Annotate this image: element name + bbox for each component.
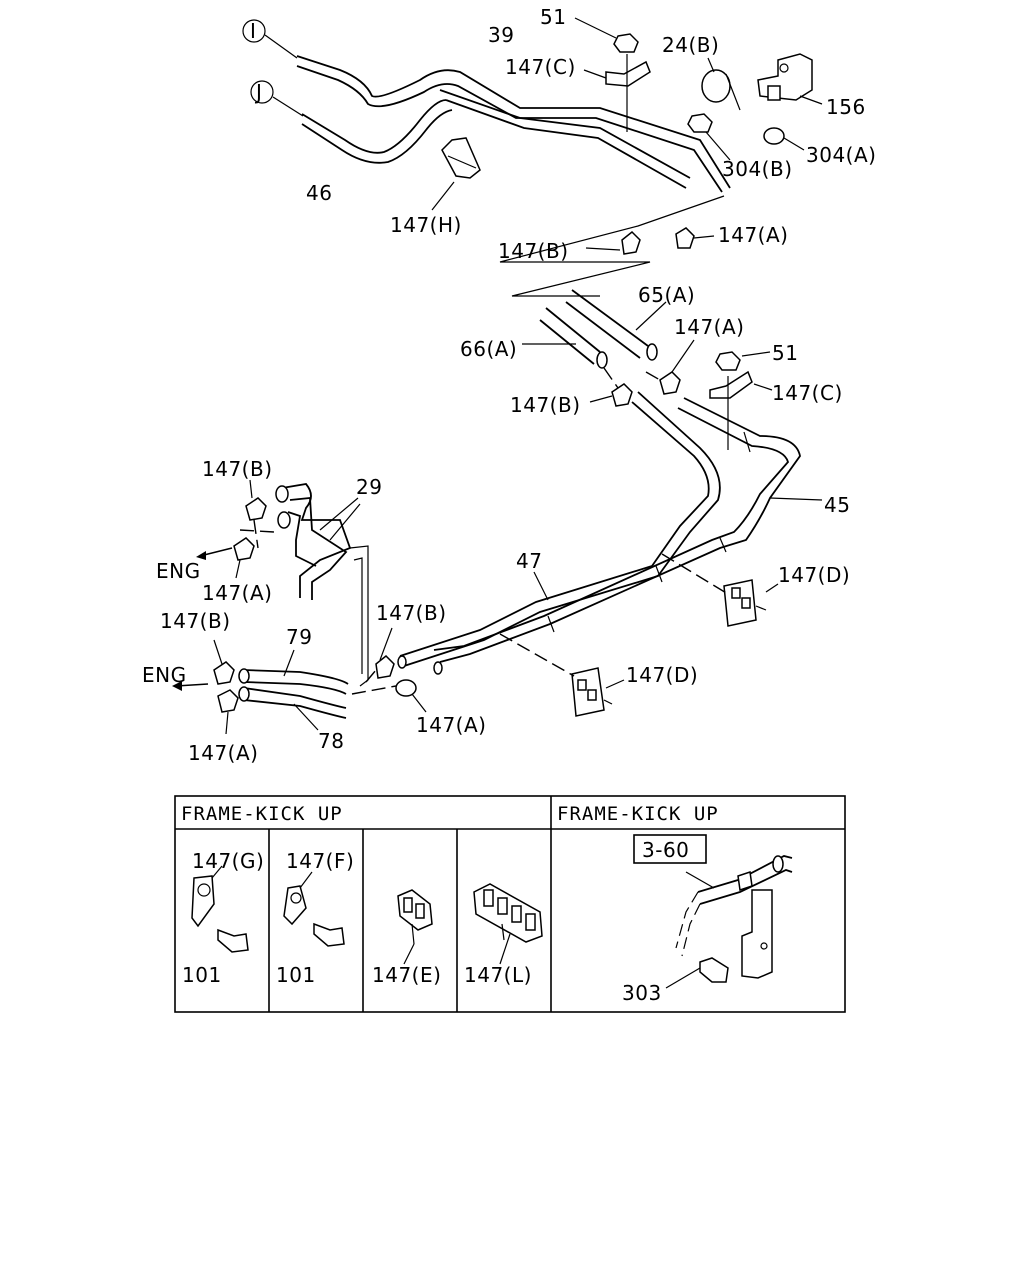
clip-147d-2 (499, 633, 625, 717)
hose-78 (238, 686, 347, 731)
eng-arrow-2 (172, 681, 209, 691)
hose-65a (565, 289, 667, 361)
label-eng: ENG (142, 663, 187, 687)
clip-147a-4 (351, 679, 427, 713)
clip-147b-4 (365, 627, 395, 683)
hose-46 (301, 99, 453, 164)
clip-147b-1 (585, 230, 641, 255)
label-304b: 304(B) (722, 157, 793, 181)
label-147h: 147(H) (390, 213, 462, 237)
clip-147b-2 (589, 367, 633, 407)
inset-label-147f: 147(F) (286, 849, 354, 873)
label-147d: 147(D) (626, 663, 698, 687)
label-51: 51 (772, 341, 798, 365)
ref-box-3-60 (633, 834, 707, 864)
label-147d: 147(D) (778, 563, 850, 587)
inset-table: FRAME-KICK UP FRAME-KICK UP 147(G) 101 1… (174, 795, 846, 1013)
hose-66a (522, 307, 608, 369)
nut-304b (687, 113, 731, 161)
label-147a: 147(A) (202, 581, 272, 605)
inset-cell-147g: 147(G) 101 (182, 849, 264, 987)
nut-51-upper (574, 17, 639, 53)
label-156: 156 (826, 95, 866, 119)
inset-cell-147e: 147(E) (372, 889, 441, 987)
clip-147b-3 (245, 479, 267, 521)
label-29: 29 (356, 475, 382, 499)
nut-51-lower (715, 351, 771, 371)
inset-label-101: 101 (182, 963, 222, 987)
label-46: 46 (306, 181, 332, 205)
bracket-24b (701, 57, 741, 111)
inset-label-147g: 147(G) (192, 849, 264, 873)
clip-147a-3 (233, 519, 275, 579)
label-147c: 147(C) (505, 55, 576, 79)
bracket-156 (757, 53, 823, 105)
marker-i: I (242, 19, 298, 59)
svg-text:I: I (250, 19, 256, 43)
clip-147b-5 (213, 639, 235, 685)
clip-147c-lower (709, 370, 773, 450)
label-147a: 147(A) (718, 223, 788, 247)
inset-cell-147f: 147(F) 101 (276, 849, 354, 987)
clip-147a-5 (217, 689, 239, 735)
label-147c: 147(C) (772, 381, 843, 405)
label-47: 47 (516, 549, 542, 573)
label-45: 45 (824, 493, 850, 517)
hose-47 (397, 391, 721, 669)
label-147b: 147(B) (510, 393, 581, 417)
hose-45 (433, 397, 823, 675)
label-51: 51 (540, 5, 566, 29)
label-147a: 147(A) (416, 713, 486, 737)
inset-right-header: FRAME-KICK UP (557, 803, 719, 825)
clip-147h (431, 137, 481, 211)
label-66a: 66(A) (460, 337, 517, 361)
label-304a: 304(A) (806, 143, 876, 167)
callout-labels: 51 39 147(C) 24(B) 156 46 304(B) 304(A) … (142, 5, 876, 765)
label-eng: ENG (156, 559, 201, 583)
svg-text:J: J (254, 80, 262, 104)
hose-29 (275, 483, 369, 687)
dash-connector-upper (499, 195, 725, 297)
label-147a: 147(A) (188, 741, 258, 765)
inset-cell-frame-kick-up: 3-60 303 (622, 834, 793, 1005)
hose-79 (238, 649, 349, 695)
inset-left-header: FRAME-KICK UP (181, 803, 343, 825)
hose-39 (296, 55, 731, 193)
label-39: 39 (488, 23, 514, 47)
inset-label-101: 101 (276, 963, 316, 987)
inset-label-303: 303 (622, 981, 662, 1005)
label-147b: 147(B) (498, 239, 569, 263)
label-147a: 147(A) (674, 315, 744, 339)
nut-304a (763, 127, 805, 151)
label-78: 78 (318, 729, 344, 753)
ref-label-3-60: 3-60 (642, 838, 689, 862)
clip-147c-upper (583, 54, 651, 132)
label-147b: 147(B) (376, 601, 447, 625)
clip-147d-1 (661, 553, 779, 627)
clip-147a-1 (675, 227, 715, 249)
inset-cell-147l: 147(L) (464, 883, 543, 987)
label-147b: 147(B) (160, 609, 231, 633)
eng-arrow-1 (196, 547, 233, 560)
inset-label-147l: 147(L) (464, 963, 532, 987)
clip-147a-2 (645, 339, 695, 395)
label-24b: 24(B) (662, 33, 719, 57)
label-79: 79 (286, 625, 312, 649)
marker-j: J (250, 80, 304, 117)
label-147b: 147(B) (202, 457, 273, 481)
inset-label-147e: 147(E) (372, 963, 441, 987)
label-65a: 65(A) (638, 283, 695, 307)
